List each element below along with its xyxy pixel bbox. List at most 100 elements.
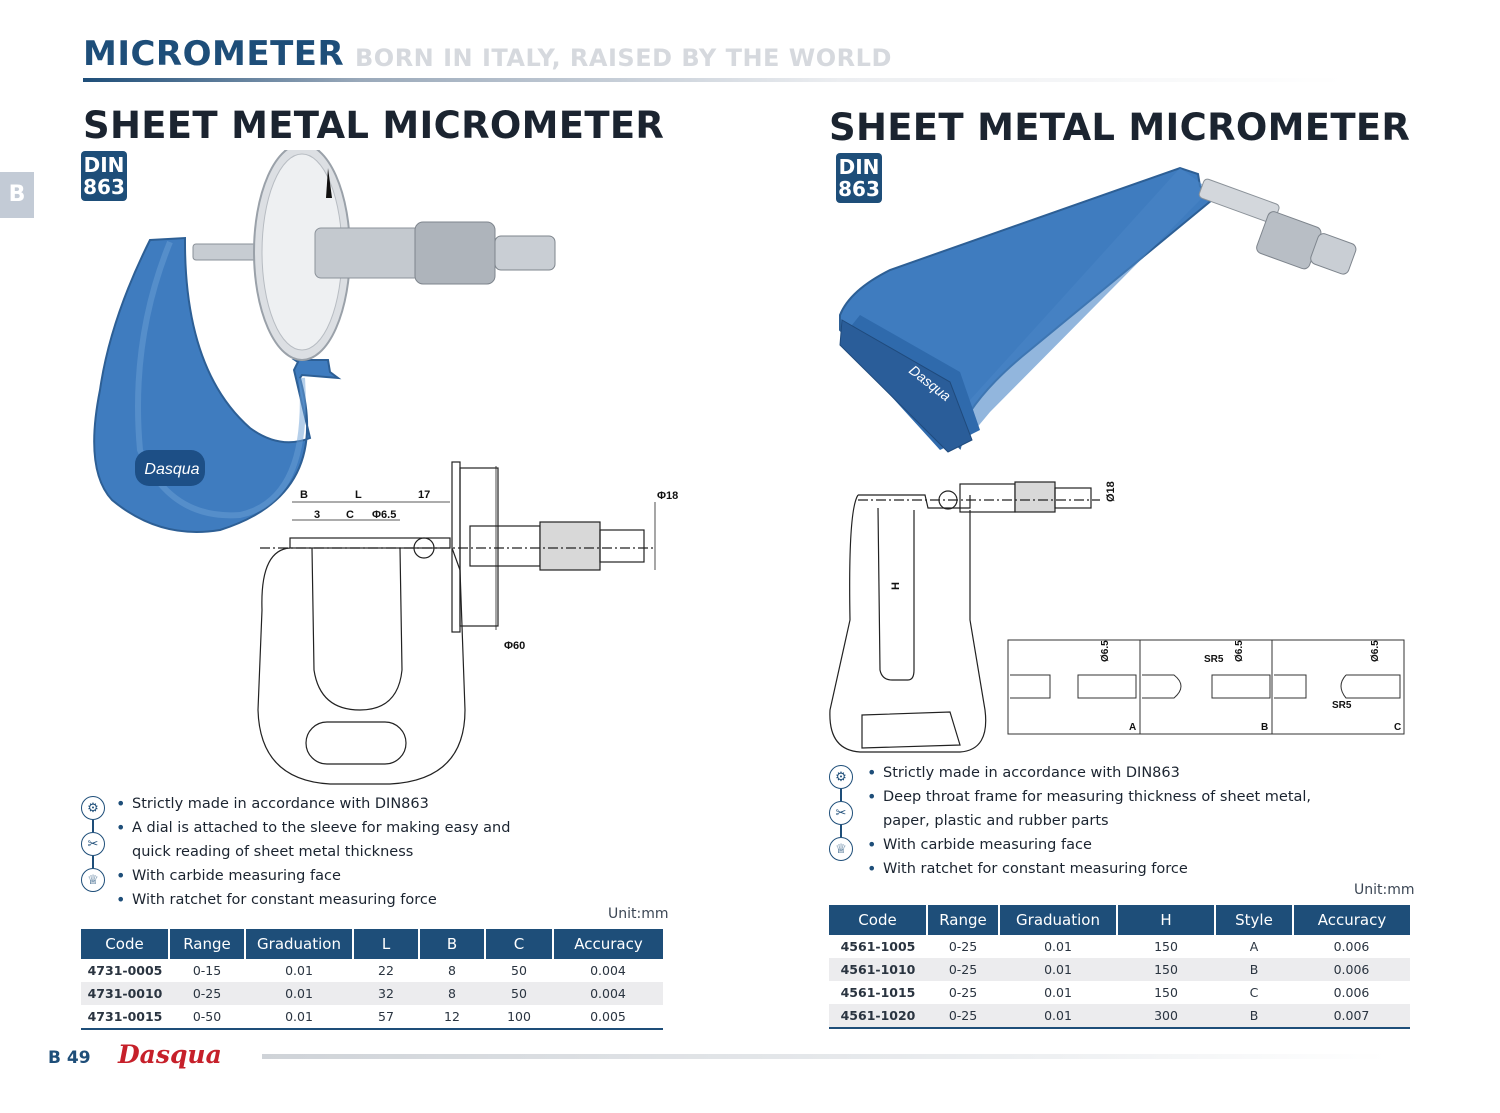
left-din-badge: DIN 863 — [81, 151, 127, 201]
table-header-row: Code Range Graduation H Style Accuracy — [829, 905, 1410, 935]
dim-c: C — [346, 509, 354, 521]
right-product-illustration: Dasqua H Ø18 Ø6.5 SR5 Ø6 — [829, 166, 1405, 753]
feature-item: With carbide measuring face — [867, 833, 1311, 857]
dim-b: B — [300, 489, 308, 501]
brand-logo: Dasqua — [118, 1040, 222, 1069]
right-spec-table: Code Range Graduation H Style Accuracy 4… — [829, 905, 1410, 1029]
dim-phi60: Φ60 — [504, 640, 525, 652]
right-drawing-dimensions: H Ø18 — [890, 481, 1117, 590]
cell: A — [1249, 939, 1259, 954]
col-graduation: Graduation — [999, 905, 1118, 935]
cell: 0.006 — [1293, 958, 1410, 981]
cell: B — [1215, 1004, 1293, 1029]
left-din-label: DIN — [83, 153, 125, 177]
left-micrometer-photo: Dasqua — [93, 150, 556, 533]
left-feature-list: Strictly made in accordance with DIN863 … — [116, 792, 510, 912]
catalog-title: MICROMETER — [83, 34, 345, 74]
left-feature-icons: ⚙ ✂ ♕ — [81, 796, 105, 892]
dim-l: L — [355, 489, 362, 501]
feature-item: Strictly made in accordance with DIN863 — [867, 761, 1311, 785]
col-code: Code — [81, 929, 170, 959]
cell: 12 — [419, 1005, 485, 1030]
cell: 4731-0015 — [81, 1005, 169, 1030]
section-tab[interactable]: B — [0, 172, 34, 218]
cell: 0.01 — [1044, 985, 1072, 1000]
right-micrometer-photo: Dasqua — [839, 166, 1357, 453]
cell: 8 — [448, 963, 456, 978]
dim-17: 17 — [418, 489, 430, 501]
left-dimension-lines — [292, 466, 656, 630]
cell: 4561-1005 — [840, 939, 916, 954]
style-b-dim: Ø6.5 — [1234, 640, 1245, 662]
cell: 4561-1020 — [829, 1004, 927, 1029]
icon-connector — [840, 825, 842, 837]
style-label-c: C — [1394, 722, 1401, 733]
feature-item: With carbide measuring face — [116, 864, 510, 888]
cell: 0.004 — [590, 963, 626, 978]
cell: 4561-1010 — [829, 958, 927, 981]
dim-phi18: Φ18 — [657, 490, 678, 502]
footer-divider — [262, 1054, 1387, 1059]
header-divider — [83, 78, 1345, 82]
tools-icon: ✂ — [81, 832, 105, 856]
feature-item-continued: quick reading of sheet metal thickness — [132, 844, 414, 860]
left-product-title: SHEET METAL MICROMETER — [83, 104, 665, 147]
style-c-dim: Ø6.5 — [1370, 640, 1381, 662]
right-din-label: DIN — [838, 155, 880, 179]
cell: 8 — [419, 982, 485, 1005]
cell: 57 — [353, 1005, 419, 1030]
cell: 0.007 — [1293, 1004, 1410, 1029]
right-technical-drawing — [829, 481, 1100, 753]
cell: 0-25 — [169, 982, 245, 1005]
cell: 150 — [1154, 939, 1178, 954]
right-din-badge: DIN 863 — [836, 153, 882, 203]
left-technical-drawing — [257, 461, 655, 785]
col-b: B — [419, 929, 486, 959]
col-accuracy: Accuracy — [1293, 905, 1410, 935]
dim-3: 3 — [314, 509, 320, 521]
cell: 0.01 — [999, 958, 1117, 981]
left-drawing-dimensions: B L 17 3 C Φ6.5 Φ18 Φ60 — [300, 489, 678, 652]
right-unit-label: Unit:mm — [1354, 882, 1415, 898]
cell: 0.01 — [245, 1005, 353, 1030]
style-c-sr5: SR5 — [1332, 700, 1352, 711]
cell: 0-15 — [192, 963, 222, 978]
right-din-number: 863 — [838, 177, 880, 201]
col-graduation: Graduation — [245, 929, 354, 959]
cell: 4561-1015 — [840, 985, 916, 1000]
col-accuracy: Accuracy — [553, 929, 663, 959]
cell: 150 — [1117, 958, 1215, 981]
cell: 0.004 — [553, 982, 663, 1005]
right-feature-list: Strictly made in accordance with DIN863 … — [867, 761, 1311, 881]
style-b-sr5: SR5 — [1204, 654, 1224, 665]
cell: 0-25 — [927, 1004, 999, 1029]
style-label-a: A — [1129, 722, 1136, 733]
table-header-row: Code Range Graduation L B C Accuracy — [81, 929, 663, 959]
left-unit-label: Unit:mm — [608, 906, 669, 922]
cell: 50 — [511, 963, 527, 978]
left-spec-table: Code Range Graduation L B C Accuracy 473… — [81, 929, 663, 1030]
feature-item: With ratchet for constant measuring forc… — [116, 888, 510, 912]
icon-connector — [92, 820, 94, 832]
cell: 32 — [353, 982, 419, 1005]
col-l: L — [353, 929, 420, 959]
right-style-diagram: Ø6.5 SR5 Ø6.5 SR5 Ø6.5 A B C — [1007, 639, 1405, 735]
cell: 0-25 — [948, 985, 978, 1000]
cell: B — [1215, 958, 1293, 981]
dim-phi65: Φ6.5 — [372, 509, 396, 521]
col-range: Range — [927, 905, 1000, 935]
feature-item: With ratchet for constant measuring forc… — [867, 857, 1311, 881]
col-h: H — [1117, 905, 1216, 935]
style-a-dim: Ø6.5 — [1100, 640, 1111, 662]
gear-icon: ⚙ — [829, 765, 853, 789]
cell: 0-25 — [948, 939, 978, 954]
cell: 0-50 — [169, 1005, 245, 1030]
cell: 0.01 — [245, 982, 353, 1005]
col-code: Code — [829, 905, 928, 935]
cell: 50 — [485, 982, 553, 1005]
col-style: Style — [1215, 905, 1294, 935]
cell: 0.01 — [1044, 939, 1072, 954]
